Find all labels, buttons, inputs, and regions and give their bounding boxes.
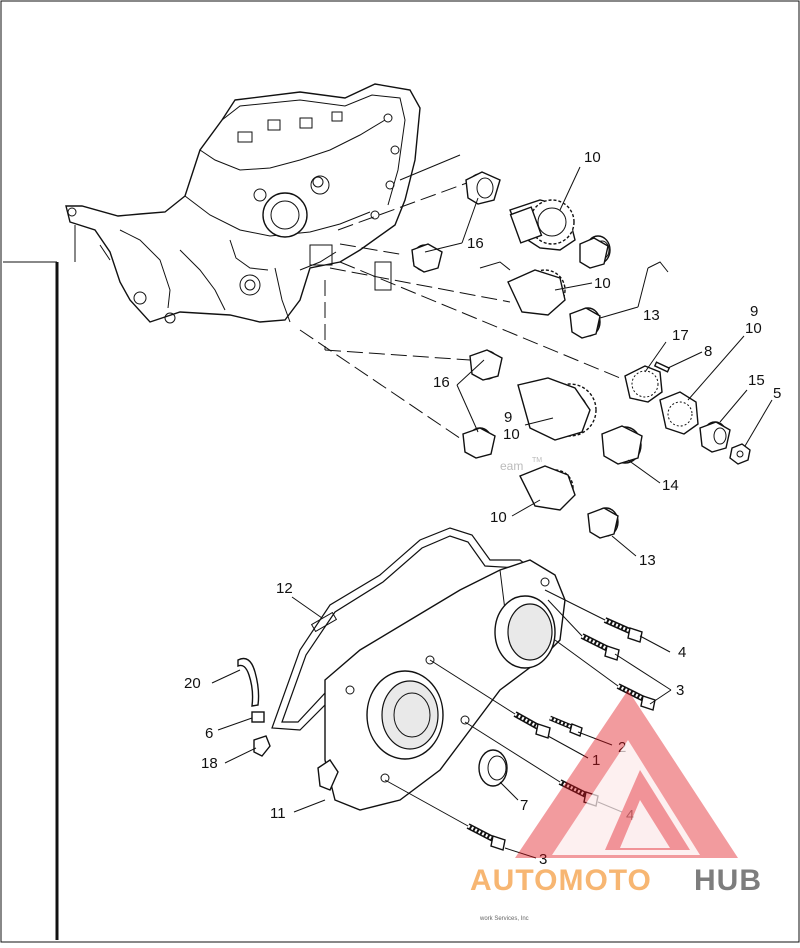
- crankcase-illustration: [65, 83, 421, 324]
- bushing-13-bottom: [587, 507, 619, 539]
- pinion-gear-17: [624, 365, 663, 403]
- label-leader-lines: [211, 166, 773, 859]
- label-17: 17: [672, 327, 689, 344]
- gear-9-10-right: [659, 391, 699, 435]
- bolt-4-top: [603, 617, 643, 643]
- label-5: 5: [773, 385, 781, 402]
- bushing-16-lower-b: [462, 427, 496, 459]
- cam-bushings-and-gears-upper: [411, 171, 669, 339]
- copyright-text: work Services, Inc: [479, 916, 529, 922]
- faint-watermark: eam TM: [500, 457, 542, 473]
- bushing-16-lower-a: [469, 349, 503, 381]
- label-16-top: 16: [467, 235, 484, 252]
- label-6: 6: [205, 725, 213, 742]
- bolt-3-bottom: [466, 823, 506, 851]
- logo-text-automoto: AUTOMOTO: [470, 864, 652, 897]
- label-10-right: 10: [745, 320, 762, 337]
- label-1: 1: [592, 752, 600, 769]
- label-18: 18: [201, 755, 218, 772]
- fitting-18: [253, 735, 271, 757]
- label-10-center: 10: [503, 426, 520, 443]
- label-7: 7: [520, 797, 528, 814]
- logo-triangle-mark: [515, 690, 738, 858]
- label-8: 8: [704, 343, 712, 360]
- bushing-16-mid: [411, 243, 443, 273]
- bolt-3-a: [580, 633, 620, 661]
- cam-bushings-and-gears-lower: [462, 349, 751, 539]
- label-11: 11: [270, 805, 286, 822]
- spacer-15: [699, 421, 731, 453]
- label-9-center: 9: [504, 409, 512, 426]
- label-9-right: 9: [750, 303, 758, 320]
- seal-7: [478, 749, 508, 787]
- logo-text-hub: HUB: [694, 864, 762, 897]
- watermark-text: eam: [500, 459, 523, 473]
- key-8: [653, 361, 671, 373]
- bolt-2: [549, 715, 583, 737]
- label-13-bottom: 13: [639, 552, 656, 569]
- bushing-16-top: [465, 171, 501, 205]
- label-14: 14: [662, 477, 679, 494]
- label-10-second: 10: [594, 275, 611, 292]
- cam-gear-10-bottom: [519, 465, 576, 511]
- bushing-14: [601, 425, 643, 465]
- bolt-1: [513, 711, 551, 739]
- label-20: 20: [184, 675, 201, 692]
- hose-20: [237, 657, 260, 707]
- bushing-right-top: [579, 235, 611, 269]
- nut-5: [729, 443, 751, 465]
- gear-cover-11: [317, 559, 566, 811]
- label-15: 15: [748, 372, 765, 389]
- small-parts-left: [237, 657, 271, 757]
- automotohub-logo: AUTOMOTO HUB: [470, 690, 762, 897]
- label-2: 2: [618, 739, 626, 756]
- label-16-lower: 16: [433, 374, 450, 391]
- label-13-top: 13: [643, 307, 660, 324]
- label-12: 12: [276, 580, 293, 597]
- cam-gear-10-second: [479, 261, 566, 316]
- label-10-top: 10: [584, 149, 601, 166]
- bolt-3-b: [616, 683, 656, 711]
- label-4-top: 4: [678, 644, 686, 661]
- cam-gear-10-top: [509, 199, 576, 251]
- label-10-bottom: 10: [490, 509, 507, 526]
- assembly-guide-lines: [299, 154, 621, 446]
- clip-6: [251, 711, 265, 723]
- cam-gear-10-third: [517, 377, 597, 441]
- bushing-13-top: [569, 307, 601, 339]
- label-3-bottom: 3: [539, 851, 547, 868]
- label-3-right: 3: [676, 682, 684, 699]
- watermark-tm: TM: [532, 457, 542, 464]
